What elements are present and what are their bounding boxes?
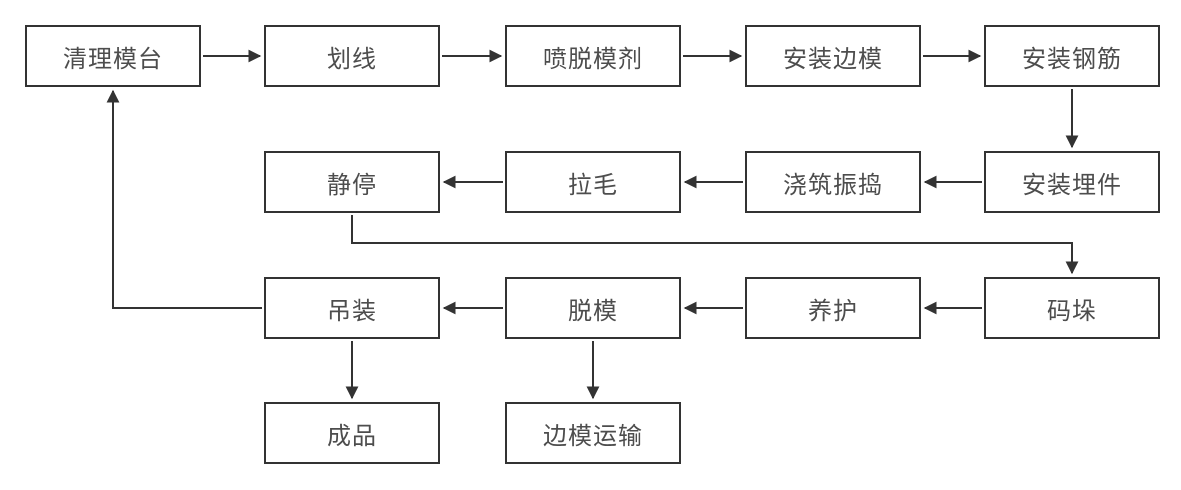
node-spray-release-agent: 喷脱模剂	[505, 25, 681, 87]
node-stacking: 码垛	[984, 277, 1160, 339]
node-roughening: 拉毛	[505, 151, 681, 213]
node-pouring-vibrating: 浇筑振捣	[745, 151, 921, 213]
node-install-embeds: 安装埋件	[984, 151, 1160, 213]
node-finished-product: 成品	[264, 402, 440, 464]
node-install-side-forms: 安装边模	[745, 25, 921, 87]
node-clean-mold-table: 清理模台	[25, 25, 201, 87]
node-install-rebar: 安装钢筋	[984, 25, 1160, 87]
node-side-form-transport: 边模运输	[505, 402, 681, 464]
node-resting: 静停	[264, 151, 440, 213]
node-demolding: 脱模	[505, 277, 681, 339]
edge-resting-to-stacking	[351, 215, 1079, 275]
node-marking-lines: 划线	[264, 25, 440, 87]
node-curing: 养护	[745, 277, 921, 339]
edge-hoisting-to-clean-mold-table	[106, 89, 262, 309]
node-hoisting: 吊装	[264, 277, 440, 339]
